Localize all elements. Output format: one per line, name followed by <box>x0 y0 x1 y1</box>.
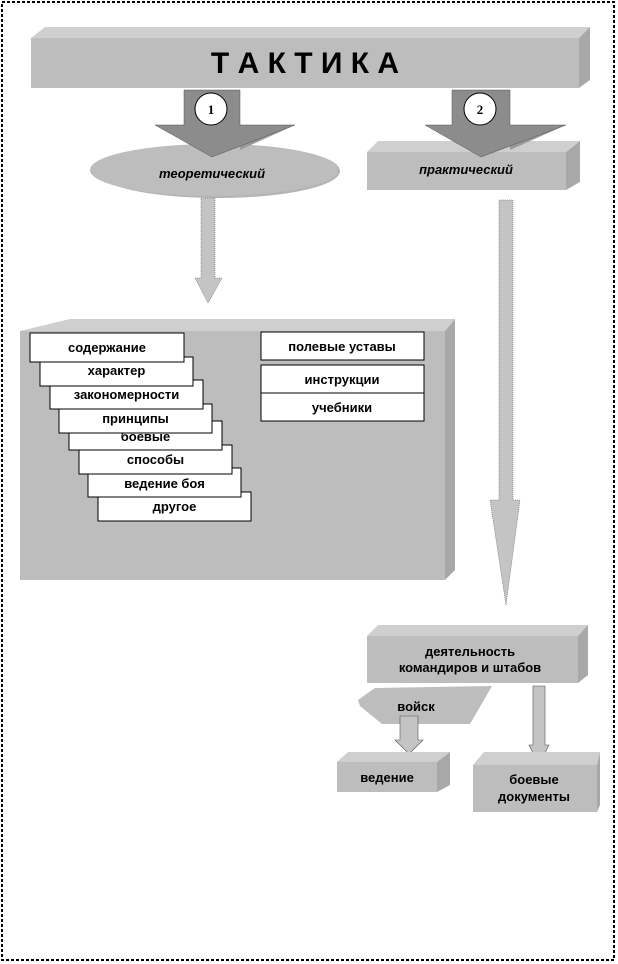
branch-number-badge <box>194 92 228 126</box>
theory-label: теоретический <box>159 166 265 181</box>
theory-item-label: содержание <box>68 340 146 355</box>
source-label: учебники <box>312 400 372 415</box>
branch-number: 1 <box>208 102 215 117</box>
title-bar: Т А К Т И К А <box>31 27 590 88</box>
branch-number: 2 <box>477 102 484 117</box>
title-text: Т А К Т И К А <box>211 47 399 80</box>
theory-item-label: ведение боя <box>124 476 205 491</box>
documents-line1: боевые <box>509 772 559 787</box>
practice-node <box>367 141 580 190</box>
source-label: полевые уставы <box>288 339 396 354</box>
practice-label: практический <box>419 162 513 177</box>
conduct-label: ведение <box>360 770 414 785</box>
activity-line1: деятельность <box>425 644 515 659</box>
conduct-node: ведение <box>337 752 450 792</box>
branch-arrow-2: 2 <box>424 89 567 158</box>
theory-item-label: другое <box>153 499 197 514</box>
theory-item-card <box>29 332 185 363</box>
theory-node <box>90 144 340 198</box>
source-card <box>260 331 425 361</box>
branch-number-badge <box>463 92 497 126</box>
source-label: инструкции <box>305 372 380 387</box>
troops-label: войск <box>397 699 435 714</box>
documents-node: боевые документы <box>473 752 600 812</box>
theory-item-label: способы <box>127 452 184 467</box>
activity-line2: командиров и штабов <box>399 660 541 675</box>
theory-item-label: характер <box>88 363 146 378</box>
troops-arrow <box>394 715 424 755</box>
documents-line2: документы <box>498 789 570 804</box>
theory-item-label: принципы <box>102 411 169 426</box>
sources-list: полевые уставы инструкции учебники <box>260 331 425 422</box>
activity-node: деятельность командиров и штабов <box>367 625 588 683</box>
branch-arrow-1: 1 <box>154 89 296 158</box>
troops-node: войск <box>358 686 492 724</box>
practice-down-arrow <box>489 199 521 606</box>
theory-item-label: закономерности <box>74 387 179 402</box>
theory-down-arrow <box>194 197 223 304</box>
source-card <box>260 392 425 422</box>
